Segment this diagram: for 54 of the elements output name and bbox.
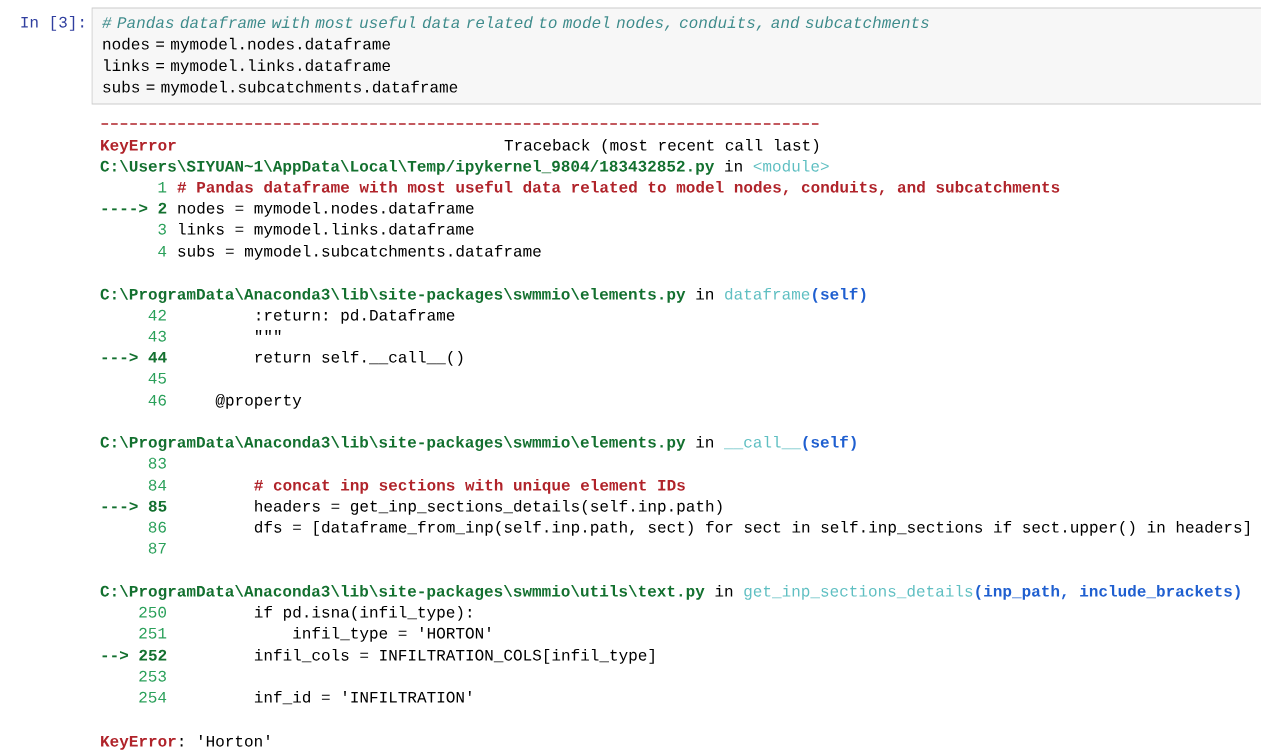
code-text: in	[725, 159, 742, 172]
code-line: dfs = [dataframe_from_inp(self.inp.path, sect) for sect in self.inp_sections if sect.upper() in headers]	[254, 520, 1249, 536]
code-comment: # Pandas dataframe with most useful data related to model nodes, conduits, and subcatchments	[177, 180, 1060, 196]
code-line: """	[255, 329, 281, 335]
code-line: @property	[215, 393, 302, 409]
code-line: infil_cols = INFILTRATION_COLS[infil_type]	[254, 648, 654, 664]
file-path: C:\ProgramData\Anaconda3\lib\site-packages\swmmio\elements.py	[100, 435, 686, 451]
line-number: 42	[148, 309, 166, 321]
code-line: headers = get_inp_sections_details(self.inp.path)	[255, 499, 722, 515]
current-line-marker: --> 252	[102, 649, 167, 661]
error-name: KeyError	[101, 139, 176, 154]
current-line-marker: ---> 85	[102, 500, 167, 512]
code-text: in	[715, 584, 733, 597]
line-number: 254	[139, 691, 167, 703]
file-path: C:\Users\SIYUAN~1\AppData\Local\Temp/ipykernel_9804/183432852.py	[100, 159, 715, 175]
code-line: :return: pd.Dataframe	[257, 308, 455, 324]
code-line: infil_type = 'HORTON'	[293, 626, 490, 642]
function-name: <module>	[753, 159, 829, 172]
code-line: inf_id = 'INFILTRATION'	[254, 690, 471, 705]
file-path: C:\ProgramData\Anaconda3\lib\site-packages\swmmio\utils\text.py	[100, 584, 705, 600]
line-number: 46	[148, 394, 166, 406]
function-arguments: (self)	[813, 287, 866, 303]
line-number: 87	[148, 542, 166, 554]
code-cell: # Pandas dataframe with most useful data related to model nodes, conduits, and subcatchments nodes = mymodel.nodes.dataframe links = mymodel.links.dataframe subs = mymodel.subcatchments.dataframe	[91, 7, 1261, 105]
line-number: 250	[139, 606, 166, 618]
line-number: 45	[148, 372, 166, 384]
function-name: get_inp_sections_details	[744, 584, 973, 600]
code-comment: # concat inp sections with unique element IDs	[254, 478, 685, 494]
code-text: in	[696, 287, 713, 300]
code-text: Traceback (most recent call last)	[504, 138, 819, 154]
code-line: return self.__call__()	[255, 350, 463, 366]
line-number: 3	[158, 223, 166, 235]
function-arguments: (inp_path, include_brackets)	[976, 584, 1240, 600]
code-line: nodes = mymodel.nodes.dataframe	[178, 201, 474, 217]
current-line-marker: ----> 2	[102, 202, 167, 214]
function-name: __call__	[724, 435, 801, 450]
code-text: in	[696, 435, 713, 448]
code-text: : 'Horton'	[180, 734, 269, 747]
code-line: links = mymodel.links.dataframe	[179, 222, 474, 238]
line-number: 83	[148, 457, 166, 469]
code-line: subs = mymodel.subcatchments.dataframe	[178, 244, 541, 260]
line-number: 86	[148, 521, 166, 533]
line-number: 4	[158, 245, 167, 257]
function-arguments: (self)	[803, 435, 856, 451]
line-number: 1	[158, 181, 167, 193]
line-number: 253	[139, 670, 166, 682]
line-number: 251	[139, 627, 167, 639]
code-line: if pd.isna(infil_type):	[254, 605, 471, 621]
line-number: 43	[148, 330, 166, 342]
current-line-marker: ---> 44	[102, 351, 167, 363]
file-path: C:\ProgramData\Anaconda3\lib\site-packages\swmmio\elements.py	[100, 287, 686, 303]
line-number: 84	[148, 479, 167, 491]
error-name: KeyError	[101, 735, 176, 750]
function-name: dataframe	[725, 287, 810, 300]
